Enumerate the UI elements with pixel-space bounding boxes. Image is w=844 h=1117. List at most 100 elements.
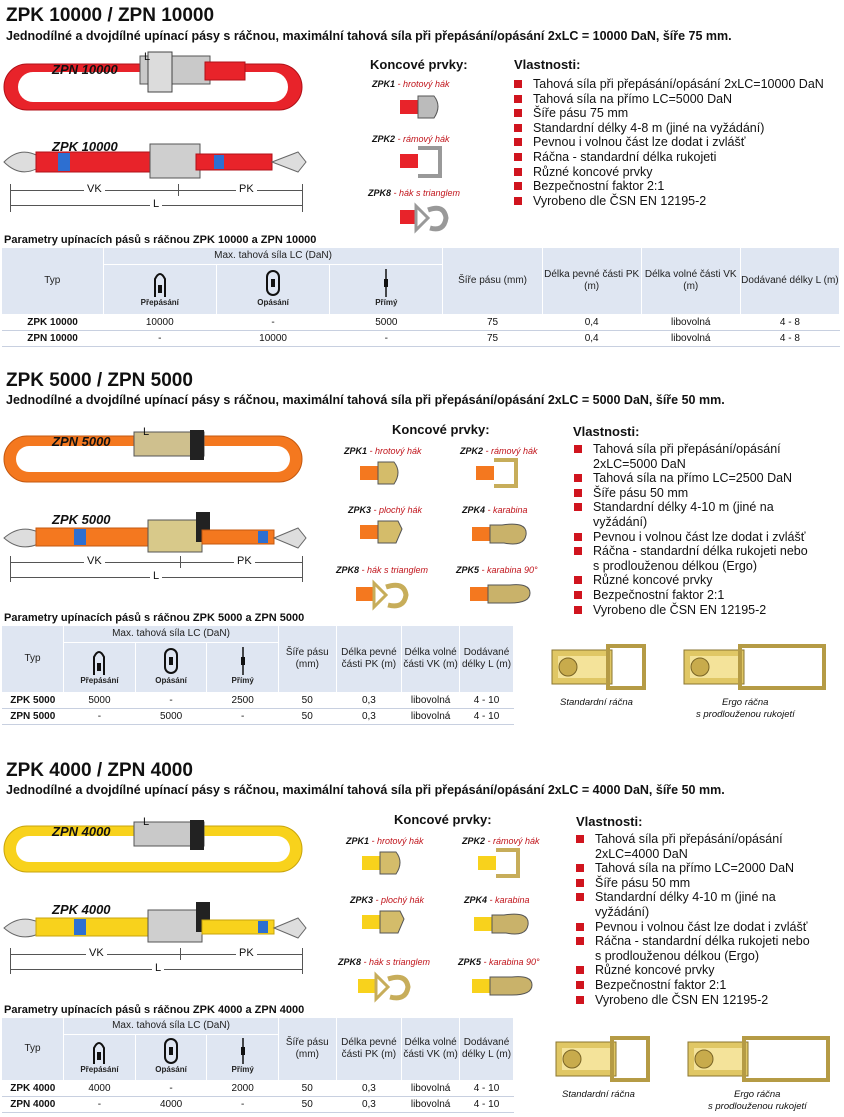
part-label: ZPK5 - karabina 90° bbox=[458, 957, 540, 967]
vk-label: VK bbox=[84, 555, 105, 567]
ergo-ratchet-caption-2: s prodlouženou rukojetí bbox=[696, 709, 795, 720]
zpn-label: ZPN 4000 bbox=[52, 824, 111, 839]
col-max-lc: Max. tahová síla LC (DaN) bbox=[63, 626, 279, 643]
dim-tick bbox=[180, 556, 181, 568]
section-subtitle: Jednodílné a dvojdílné upínací pásy s rá… bbox=[6, 783, 725, 797]
part-label: ZPK5 - karabina 90° bbox=[456, 565, 538, 575]
props-list: Tahová síla při přepásání/opásání 2xLC=5… bbox=[573, 442, 813, 617]
l-top-label: L bbox=[143, 816, 150, 828]
hook-icon bbox=[360, 461, 399, 485]
section-title: ZPK 5000 / ZPN 5000 bbox=[6, 370, 193, 391]
prop-item: Ráčna - standardní délka rukojeti nebo s… bbox=[573, 544, 813, 573]
col-typ: Typ bbox=[2, 626, 65, 693]
props-title: Vlastnosti: bbox=[576, 814, 643, 829]
pk-label: PK bbox=[236, 183, 257, 195]
standard-ratchet-caption: Standardní ráčna bbox=[560, 697, 633, 708]
l-top-label: L bbox=[143, 426, 150, 438]
part-label: ZPK1 - hrotový hák bbox=[346, 836, 424, 846]
dim-vk-pk-line bbox=[10, 190, 302, 191]
carabiner-icon bbox=[474, 913, 529, 935]
prop-item: Tahová síla na přímo LC=2500 DaN bbox=[573, 471, 813, 486]
zpn-label: ZPN 10000 bbox=[52, 62, 118, 77]
hook-icon bbox=[400, 95, 439, 119]
col-prepasani: Přepásání bbox=[63, 1034, 136, 1081]
col-dodavane: Dodávané délky L (m) bbox=[459, 626, 514, 693]
frame-hook-icon bbox=[478, 848, 520, 878]
prop-item: Tahová síla při přepásání/opásání 2xLC=5… bbox=[573, 442, 813, 471]
section-4000: ZPK 4000 / ZPN 4000 Jednodílné a dvojdíl… bbox=[0, 758, 844, 1117]
l-label: L bbox=[150, 570, 163, 582]
col-pk: Délka pevné části PK (m) bbox=[336, 1018, 403, 1081]
dim-tick bbox=[302, 556, 303, 582]
parts-title: Koncové prvky: bbox=[394, 812, 492, 827]
prop-item: Šíře pásu 75 mm bbox=[513, 106, 843, 121]
col-opasani: Opásání bbox=[135, 642, 208, 693]
zpn-label: ZPN 5000 bbox=[52, 434, 111, 449]
part-label: ZPK8 - hák s trianglem bbox=[336, 565, 429, 575]
ergo-ratchet-image bbox=[683, 644, 826, 690]
col-max-lc: Max. tahová síla LC (DaN) bbox=[63, 1018, 279, 1036]
section-10000: ZPK 10000 / ZPN 10000 Jednodílné a dvojd… bbox=[0, 0, 844, 350]
strap-illustration bbox=[3, 430, 307, 553]
standard-ratchet-caption: Standardní ráčna bbox=[562, 1089, 635, 1100]
prop-item: Šíře pásu 50 mm bbox=[575, 876, 815, 891]
standard-ratchet-image bbox=[555, 1036, 650, 1082]
dim-tick bbox=[178, 184, 179, 196]
spec-table: Typ Max. tahová síla LC (DaN) Šíře pásu … bbox=[2, 626, 514, 725]
col-max-lc: Max. tahová síla LC (DaN) bbox=[103, 248, 444, 265]
col-opasani: Opásání bbox=[135, 1034, 208, 1081]
prop-item: Šíře pásu 50 mm bbox=[573, 486, 813, 501]
col-prepasani: Přepásání bbox=[63, 642, 136, 693]
part-label: ZPK4 - karabina bbox=[462, 505, 528, 515]
section-subtitle: Jednodílné a dvojdílné upínací pásy s rá… bbox=[6, 29, 732, 43]
prop-item: Různé koncové prvky bbox=[513, 165, 843, 180]
strap-illustration bbox=[3, 820, 307, 943]
pk-label: PK bbox=[236, 947, 257, 959]
prop-item: Různé koncové prvky bbox=[573, 573, 813, 588]
ergo-ratchet-caption-2: s prodlouženou rukojetí bbox=[708, 1101, 807, 1112]
dim-tick bbox=[10, 184, 11, 212]
prop-item: Pevnou i volnou část lze dodat i zvlášť bbox=[573, 530, 813, 545]
col-sire: Šíře pásu (mm) bbox=[442, 248, 543, 315]
prop-item: Ráčna - standardní délka rukojeti bbox=[513, 150, 843, 165]
col-primy: Přímý bbox=[329, 264, 444, 315]
props-list: Tahová síla při přepásání/opásání 2xLC=4… bbox=[575, 832, 815, 1007]
frame-hook-icon bbox=[400, 146, 442, 178]
dim-tick bbox=[302, 184, 303, 212]
prop-item: Ráčna - standardní délka rukojeti nebo s… bbox=[575, 934, 815, 963]
dim-tick bbox=[302, 948, 303, 974]
strap-illustration bbox=[3, 51, 307, 179]
carabiner-90-icon bbox=[470, 584, 531, 604]
col-typ: Typ bbox=[2, 248, 104, 315]
props-title: Vlastnosti: bbox=[573, 424, 640, 439]
prop-item: Pevnou i volnou část lze dodat i zvlášť bbox=[575, 920, 815, 935]
part-label: ZPK8 - hák s trianglem bbox=[338, 957, 431, 967]
section-title: ZPK 4000 / ZPN 4000 bbox=[6, 760, 193, 781]
prop-item: Různé koncové prvky bbox=[575, 963, 815, 978]
part-label: ZPK4 - karabina bbox=[464, 895, 530, 905]
col-pk: Délka pevné části PK (m) bbox=[542, 248, 642, 315]
prop-item: Bezpečnostní faktor 2:1 bbox=[573, 588, 813, 603]
prop-item: Vyrobeno dle ČSN EN 12195-2 bbox=[575, 993, 815, 1008]
carabiner-icon bbox=[472, 523, 527, 545]
part-label: ZPK3 - plochý hák bbox=[348, 505, 423, 515]
l-top-label: L bbox=[144, 51, 151, 63]
props-list: Tahová síla při přepásání/opásání 2xLC=1… bbox=[513, 77, 843, 208]
vk-label: VK bbox=[84, 183, 105, 195]
col-vk: Délka volné části VK (m) bbox=[641, 248, 741, 315]
parts-title: Koncové prvky: bbox=[392, 422, 490, 437]
prop-item: Bezpečnostní faktor 2:1 bbox=[575, 978, 815, 993]
parts-title: Koncové prvky: bbox=[370, 57, 468, 72]
dim-vk-pk-line bbox=[10, 562, 302, 563]
prop-item: Bezpečnostní faktor 2:1 bbox=[513, 179, 843, 194]
prop-item: Pevnou i volnou část lze dodat i zvlášť bbox=[513, 135, 843, 150]
dim-tick bbox=[180, 948, 181, 960]
col-dodavane: Dodávané délky L (m) bbox=[459, 1018, 514, 1081]
section-5000: ZPK 5000 / ZPN 5000 Jednodílné a dvojdíl… bbox=[0, 368, 844, 738]
prop-item: Tahová síla na přímo LC=5000 DaN bbox=[513, 92, 843, 107]
col-prepasani: Přepásání bbox=[103, 264, 217, 315]
dim-vk-pk-line bbox=[10, 954, 302, 955]
